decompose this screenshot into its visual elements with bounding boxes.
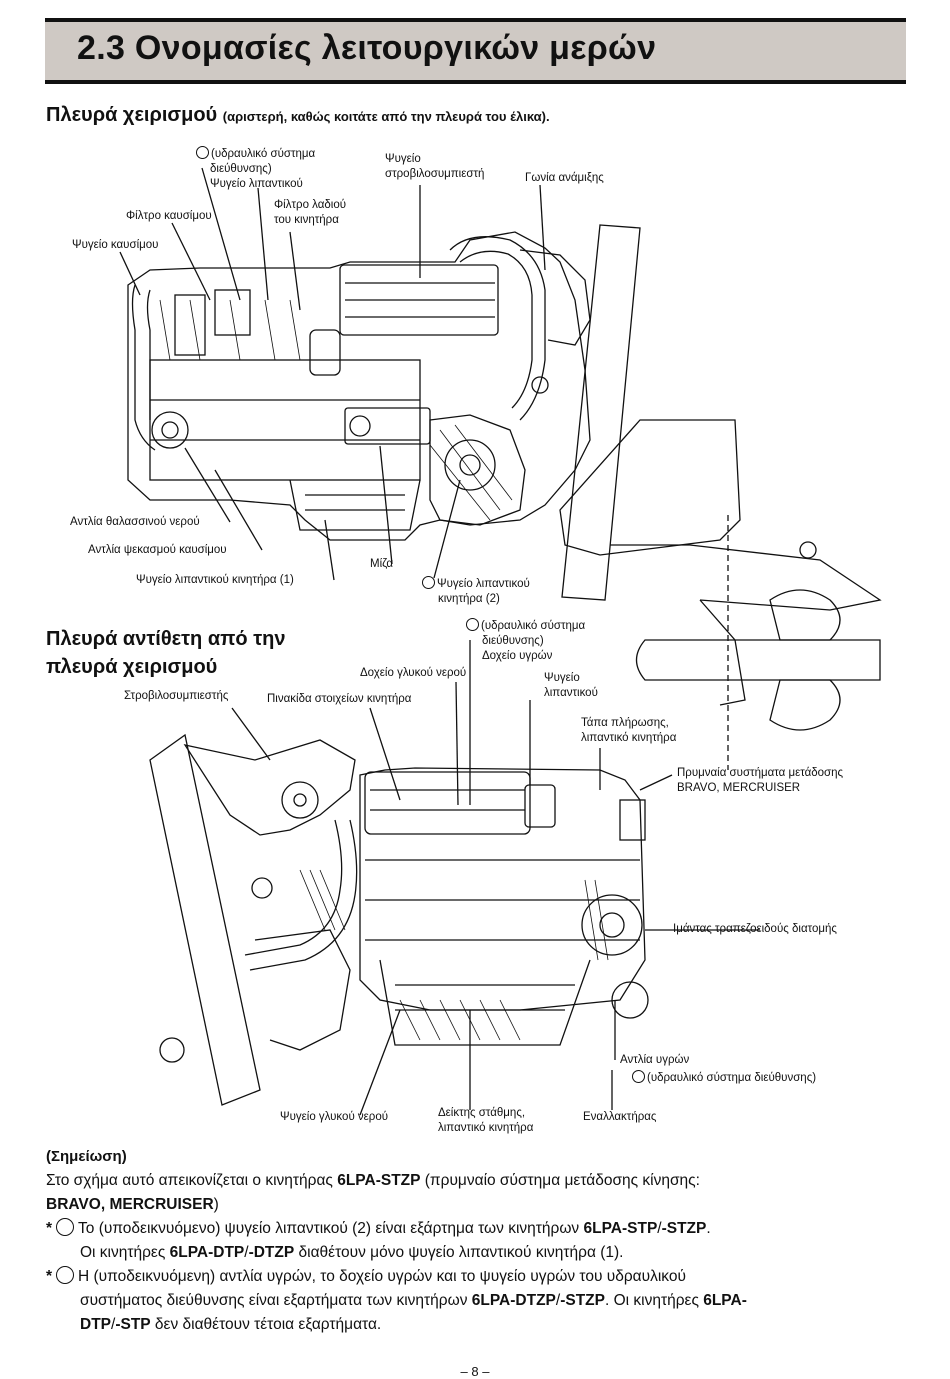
engine-drawing-opposite-side (149, 640, 760, 1116)
label-line: BRAVO, MERCRUISER (677, 782, 801, 794)
note-model: 6LPA-DTZP (471, 1292, 556, 1309)
note-model: 6LPA-DTP (169, 1244, 245, 1261)
label-sea-water-pump: Αντλία θαλασσινού νερού (70, 516, 200, 528)
note-model: -STP (115, 1316, 151, 1333)
label-turbo-cooler: Ψυγείο στροβιλοσυμπιεστή (385, 152, 484, 182)
note-paragraph-1: Στο σχήμα αυτό απεικονίζεται ο κινητήρας… (46, 1169, 906, 1217)
asterisk: * (46, 1268, 53, 1285)
label-starter: Μίζα (370, 558, 394, 570)
note-model: -DTZP (248, 1244, 295, 1261)
section2-heading-line2: πλευρά χειρισμού (46, 656, 218, 678)
label-fresh-water-cooler: Ψυγείο γλυκού νερού (280, 1111, 389, 1123)
note-text: / (555, 1292, 561, 1309)
engine-drawing-operator-side (119, 167, 882, 770)
label-fuel-cooler: Ψυγείο καυσίμου (72, 239, 159, 251)
asterisk: * (46, 1220, 53, 1237)
note-text: . (706, 1220, 711, 1237)
note-line: Οι κινητήρες 6LPA-DTP/-DTZP διαθέτουν μό… (46, 1241, 906, 1265)
note-text: ) (213, 1196, 219, 1213)
note-text: δεν διαθέτουν τέτοια εξαρτήματα. (150, 1316, 382, 1333)
note-paragraph-3: * Η (υποδεικνυόμενη) αντλία υγρών, το δο… (46, 1265, 906, 1337)
note-model: -STZP (560, 1292, 605, 1309)
label-hydraulic-oil-cooler-2: Ψυγείο λιπαντικού (544, 671, 598, 701)
label-line: (υδραυλικό σύστημα (211, 148, 316, 160)
label-line: Δείκτης στάθμης, (438, 1107, 526, 1119)
label-dipstick: Δείκτης στάθμης, λιπαντικό κινητήρα (438, 1106, 533, 1136)
note-model: 6LPA-STZP (337, 1172, 421, 1189)
section1-subheading: (αριστερή, καθώς κοιτάτε από την πλευρά … (222, 109, 550, 124)
label-oil-cooler-2: Ψυγείο λιπαντικού κινητήρα (2) (422, 576, 530, 607)
label-turbocharger: Στροβιλοσυμπιεστής (124, 690, 229, 702)
note-paragraph-2: * Το (υποδεικνυόμενο) ψυγείο λιπαντικού … (46, 1217, 906, 1265)
label-oil-filler-cap: Τάπα πλήρωσης, λιπαντικό κινητήρα (581, 716, 676, 746)
label-v-belt: Ιμάντας τραπεζοειδούς διατομής (673, 923, 837, 935)
note-model: 6LPA-STP (583, 1220, 658, 1237)
note-text: Οι κινητήρες (80, 1244, 170, 1261)
note-block: (Σημείωση) Στο σχήμα αυτό απεικονίζεται … (46, 1145, 906, 1337)
note-text: / (111, 1316, 116, 1333)
note-text: Στο σχήμα αυτό απεικονίζεται ο κινητήρας (46, 1172, 338, 1189)
label-oil-filter: Φίλτρο λαδιού του κινητήρα (274, 198, 346, 228)
label-line: Φίλτρο λαδιού (274, 199, 347, 211)
label-line: Τάπα πλήρωσης, (581, 717, 669, 729)
label-line: Ψυγείο λιπαντικού (437, 578, 530, 590)
circle-marker-icon (56, 1218, 74, 1236)
label-line: Ψυγείο (544, 672, 580, 684)
note-text: / (657, 1220, 662, 1237)
circle-marker-icon (422, 576, 435, 589)
circle-marker-icon (466, 618, 479, 631)
label-line: Δοχείο υγρών (482, 650, 553, 662)
note-text: Το (υποδεικνυόμενο) ψυγείο λιπαντικού (2… (78, 1220, 584, 1237)
note-text: (πρυμναίο σύστημα μετάδοσης κίνησης: (420, 1172, 700, 1189)
note-model: -STZP (661, 1220, 707, 1237)
label-mixing-elbow: Γωνία ανάμιξης (525, 172, 604, 184)
note-text: διαθέτουν μόνο ψυγείο λιπαντικού κινητήρ… (294, 1244, 624, 1261)
label-line: Ψυγείο λιπαντικού (210, 178, 303, 190)
note-text: / (244, 1244, 249, 1261)
label-stern-drive: Πρυμναία συστήματα μετάδοσης BRAVO, MERC… (677, 766, 843, 796)
section1-heading: Πλευρά χειρισμού (αριστερή, καθώς κοιτάτ… (46, 104, 550, 127)
circle-marker-icon (56, 1266, 74, 1284)
circle-marker-icon (196, 146, 209, 159)
label-oil-cooler-1: Ψυγείο λιπαντικού κινητήρα (1) (136, 574, 294, 586)
note-model: DTP (80, 1316, 111, 1333)
engine-drawings (119, 167, 882, 1116)
label-line: διεύθυνσης) (210, 163, 272, 175)
note-text: συστήματος διεύθυνσης είναι εξαρτήματα τ… (80, 1292, 472, 1309)
note-text: Η (υποδεικνυόμενη) αντλία υγρών, το δοχε… (78, 1268, 686, 1285)
label-alternator: Εναλλακτήρας (583, 1111, 657, 1123)
label-fuel-injection-pump: Αντλία ψεκασμού καυσίμου (88, 544, 227, 556)
label-fluid-pump: Αντλία υγρών (620, 1054, 690, 1066)
note-model: BRAVO, MERCRUISER (46, 1196, 214, 1213)
note-line: συστήματος διεύθυνσης είναι εξαρτήματα τ… (46, 1289, 906, 1313)
label-hydraulic-oil-cooler: (υδραυλικό σύστημα διεύθυνσης) Ψυγείο λι… (196, 146, 315, 192)
note-line: DTP/-STP δεν διαθέτουν τέτοια εξαρτήματα… (46, 1313, 906, 1337)
label-line: Ψυγείο (385, 153, 421, 165)
section2-heading-line1: Πλευρά αντίθετη από την (46, 628, 286, 650)
label-line: κινητήρα (2) (438, 593, 500, 605)
note-heading: (Σημείωση) (46, 1148, 127, 1165)
label-line: (υδραυλικό σύστημα (481, 620, 586, 632)
section2-heading: Πλευρά αντίθετη από την πλευρά χειρισμού (46, 625, 285, 681)
label-line: λιπαντικό κινητήρα (438, 1122, 534, 1134)
page-number: – 8 – (460, 1364, 490, 1379)
label-line: (υδραυλικό σύστημα διεύθυνσης) (647, 1072, 817, 1084)
label-line: διεύθυνσης) (482, 635, 544, 647)
label-line: του κινητήρα (274, 214, 339, 226)
note-model: 6LPA- (703, 1292, 747, 1309)
section1-heading-text: Πλευρά χειρισμού (46, 104, 218, 126)
label-line: λιπαντικού (544, 687, 598, 699)
label-fuel-filter: Φίλτρο καυσίμου (126, 210, 212, 222)
label-fresh-water-tank: Δοχείο γλυκού νερού (360, 667, 467, 679)
label-line: λιπαντικό κινητήρα (581, 732, 677, 744)
label-hydraulic-fluid-tank: (υδραυλικό σύστημα διεύθυνσης) Δοχείο υγ… (466, 618, 585, 664)
circle-marker-icon (632, 1070, 645, 1083)
title-bar: 2.3 Ονομασίες λειτουργικών μερών (45, 18, 906, 84)
label-line: Πρυμναία συστήματα μετάδοσης (677, 767, 844, 779)
label-fluid-pump-note: (υδραυλικό σύστημα διεύθυνσης) (632, 1070, 816, 1086)
page-title: 2.3 Ονομασίες λειτουργικών μερών (77, 29, 657, 67)
note-text: . Οι κινητήρες (604, 1292, 704, 1309)
label-engine-plate: Πινακίδα στοιχείων κινητήρα (267, 693, 412, 705)
label-line: στροβιλοσυμπιεστή (385, 168, 485, 180)
